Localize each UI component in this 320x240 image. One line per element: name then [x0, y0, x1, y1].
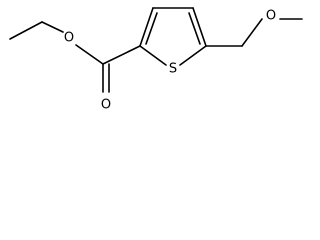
bond-ring-s-c2 — [139, 45, 167, 66]
bond-ring-c5-s — [179, 45, 207, 66]
bond-ethyl-ch2-o — [41, 21, 64, 33]
bond-ester-o-carbonyl-c — [75, 44, 104, 65]
bond-ring-c2-c3 — [139, 7, 154, 47]
bond-ch2-o — [241, 18, 263, 47]
ester-ether-oxygen-label: O — [64, 31, 74, 46]
bond-carbonyl-ring — [102, 45, 141, 65]
bond-ring-c4-c5 — [192, 7, 207, 47]
methoxy-oxygen-label: O — [266, 9, 276, 24]
bond-ring-c4-c5-inner — [188, 12, 201, 45]
bond-ethyl-ch3-ch2 — [9, 21, 43, 40]
bond-ring-c2-c3-inner — [145, 12, 158, 45]
sulfur-atom-label: S — [169, 62, 177, 77]
ester-carbonyl-oxygen-label: O — [101, 98, 111, 113]
molecule-structure: O O S O — [9, 7, 303, 113]
